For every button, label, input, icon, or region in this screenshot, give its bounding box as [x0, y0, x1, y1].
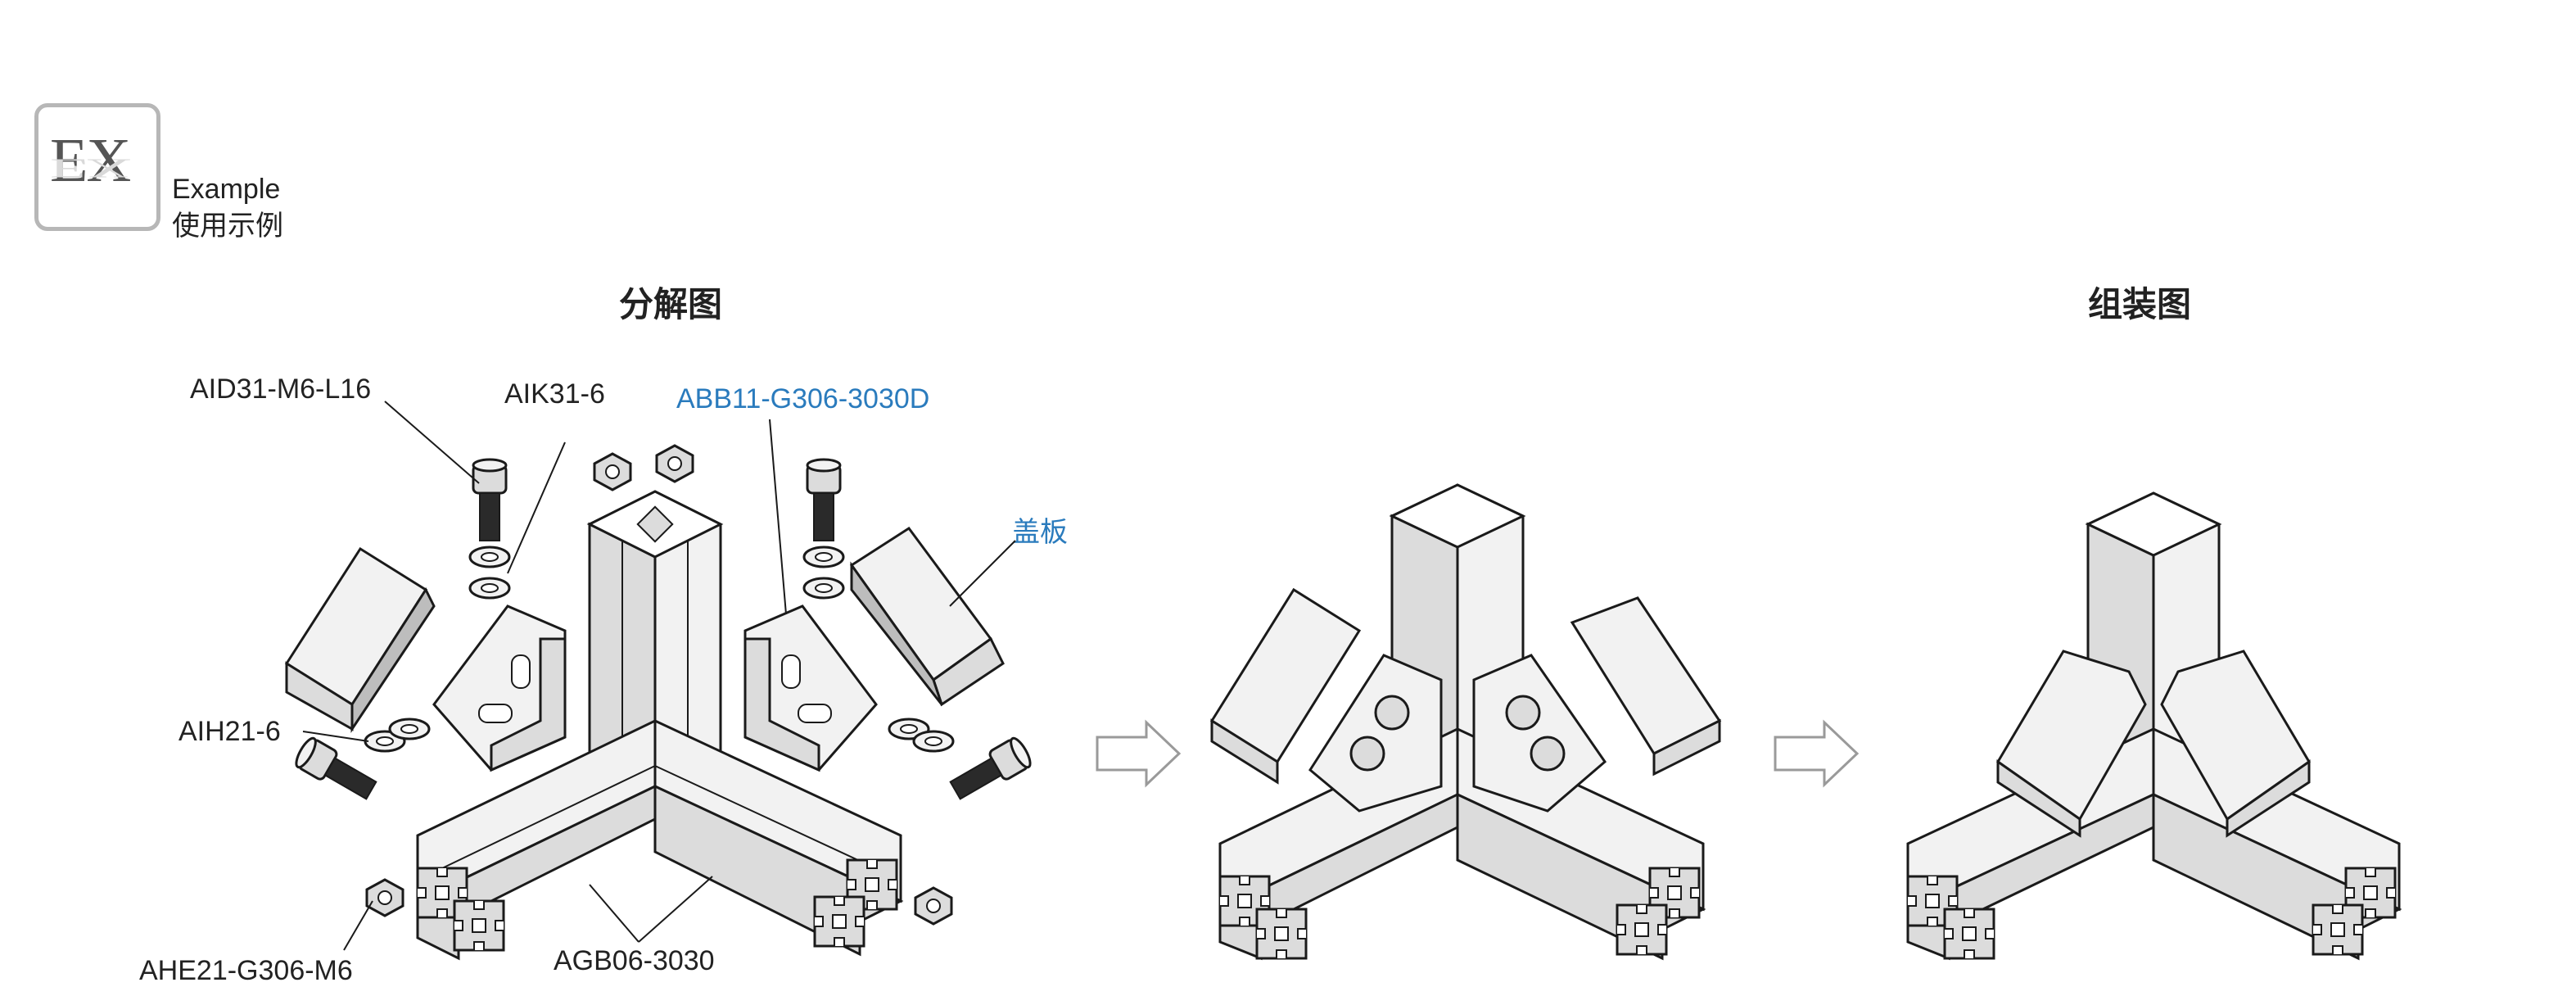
- arrow-2: [1774, 719, 1860, 788]
- assembled-view: [1906, 491, 2402, 961]
- exploded-view-title: 分解图: [619, 284, 723, 324]
- label-cover: 盖板: [1012, 516, 1068, 549]
- washer-top-right: [802, 577, 845, 600]
- label-nut: AHE21-G306-M6: [139, 955, 353, 986]
- spring-washer-top-right: [802, 546, 845, 568]
- label-profile: AGB06-3030: [554, 945, 715, 976]
- nut-top-2: [655, 444, 694, 483]
- arrow-1: [1096, 719, 1182, 788]
- assembled-view-title: 组装图: [2088, 284, 2192, 324]
- washer-side-left-2: [388, 718, 431, 740]
- label-spring-washer: AIK31-6: [504, 378, 605, 410]
- example-label-en: Example: [172, 174, 281, 205]
- exploded-view: [284, 401, 1035, 961]
- example-logo: EX EX: [34, 103, 160, 231]
- spring-washer-top-left: [468, 546, 511, 568]
- nut-top-1: [593, 452, 632, 491]
- nut-bottom-left: [365, 878, 404, 917]
- washer-side-right-2: [912, 730, 955, 753]
- leader-lines: [302, 401, 1016, 951]
- washer-top-left: [468, 577, 511, 600]
- nut-bottom-right: [914, 886, 953, 926]
- profile-left: [416, 718, 657, 961]
- cover-right: [849, 526, 1005, 707]
- label-bracket: ABB11-G306-3030D: [676, 383, 930, 414]
- label-bolt: AID31-M6-L16: [190, 374, 372, 405]
- label-washer: AIH21-6: [179, 716, 281, 747]
- bolt-top-left: [472, 458, 508, 542]
- profile-right: [653, 718, 904, 957]
- example-label-cn: 使用示例: [172, 210, 283, 242]
- bracket-right: [743, 604, 878, 772]
- bolt-side-right: [946, 734, 1035, 806]
- cover-left: [284, 546, 436, 733]
- bracket-left: [432, 604, 567, 772]
- bolt-top-right: [806, 458, 842, 542]
- partial-assembly-view: [1209, 483, 1722, 961]
- logo-text: EX: [50, 126, 131, 195]
